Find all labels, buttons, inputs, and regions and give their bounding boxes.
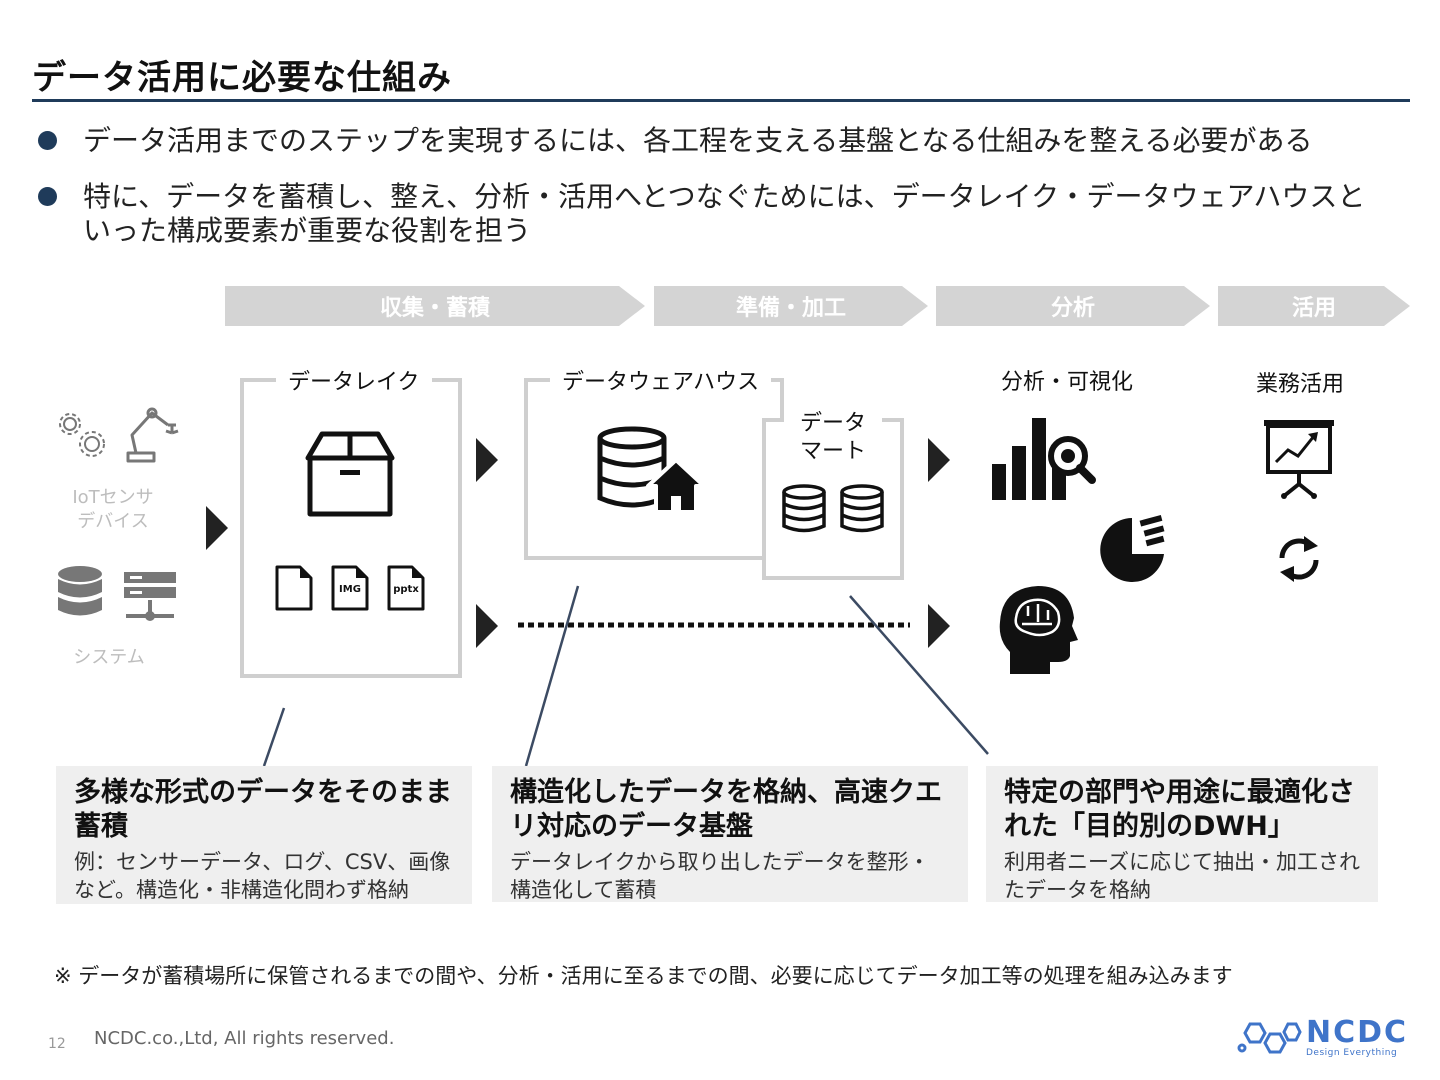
title-divider (32, 99, 1410, 102)
business-use-label: 業務活用 (1255, 372, 1344, 397)
bullet-dot (38, 131, 57, 150)
bullet-dot (38, 187, 57, 206)
footnote: ※ データが蓄積場所に保管されるまでの間や、分析・活用に至るまでの間、必要に応じ… (54, 964, 1233, 988)
description-heading: 構造化したデータを格納、高速クエリ対応のデータ基盤 (510, 777, 942, 842)
file-tag-img: IMG (339, 584, 361, 595)
bullet-item: データ活用までのステップを実現するには、各工程を支える基盤となる仕組みを整える必… (38, 124, 1383, 158)
brain-head-icon (999, 586, 1078, 674)
image-file-icon (331, 565, 369, 611)
robot-arm-icon (126, 407, 179, 463)
dotted-connector (518, 622, 910, 628)
system-label: システム (73, 647, 145, 668)
database-house-icon (597, 426, 706, 514)
pie-chart-icon (1100, 514, 1165, 582)
description-body: 利用者ニーズに応じて抽出・加工されたデータを格納 (1004, 850, 1360, 902)
copyright: NCDC.co.,Ltd, All rights reserved. (94, 1028, 395, 1049)
description-heading: 多様な形式のデータをそのまま蓄積 (74, 777, 452, 842)
molecule-logo-icon (1237, 1022, 1302, 1054)
page-number: 12 (48, 1036, 66, 1052)
bullet-text: 特に、データを蓄積し、整え、分析・活用へとつなぐためには、データレイク・データウ… (83, 180, 1366, 247)
database-icon (58, 566, 102, 616)
data-lake-label: データレイク (276, 364, 432, 396)
stage-label: 収集・蓄積 (379, 296, 490, 321)
data-warehouse-label: データウェアハウス (550, 364, 772, 396)
arrow-right-icon (928, 604, 950, 648)
stage-label: 分析 (1050, 296, 1095, 321)
stage-label: 活用 (1291, 296, 1336, 321)
bullet-item: 特に、データを蓄積し、整え、分析・活用へとつなぐためには、データレイク・データウ… (38, 180, 1373, 248)
company-logo: NCDC Design Everything (1237, 1015, 1409, 1058)
stage-label: 準備・加工 (735, 296, 846, 321)
description-card-warehouse: 構造化したデータを格納、高速クエリ対応のデータ基盤 データレイクから取り出したデ… (492, 766, 968, 902)
pptx-file-icon (387, 565, 425, 611)
description-heading: 特定の部門や用途に最適化された「目的別のDWH」 (1004, 777, 1355, 842)
box-icon (305, 431, 395, 517)
stage-prepare: 準備・加工 (654, 286, 928, 326)
server-icon (124, 572, 176, 621)
file-icon (275, 565, 313, 611)
bar-chart-search-icon (992, 418, 1096, 500)
refresh-cycle-icon (1279, 536, 1319, 582)
description-body: 例：センサーデータ、ログ、CSV、画像など。構造化・非構造化問わず格納 (74, 850, 451, 902)
arrow-right-icon (476, 604, 498, 648)
logo-tagline: Design Everything (1306, 1048, 1398, 1058)
page-title: データ活用に必要な仕組み (32, 58, 452, 98)
presentation-board-icon (1264, 420, 1334, 499)
stage-collect: 収集・蓄積 (225, 286, 645, 326)
arrow-right-icon (928, 438, 950, 482)
description-card-mart: 特定の部門や用途に最適化された「目的別のDWH」 利用者ニーズに応じて抽出・加工… (986, 766, 1378, 902)
stage-analyze: 分析 (936, 286, 1210, 326)
iot-device-label: IoTセンサ デバイス (72, 487, 154, 532)
arrow-right-icon (476, 438, 498, 482)
logo-wordmark: NCDC (1306, 1015, 1409, 1050)
description-body: データレイクから取り出したデータを整形・構造化して蓄積 (510, 850, 930, 902)
arrow-right-icon (206, 506, 228, 550)
bullet-text: データ活用までのステップを実現するには、各工程を支える基盤となる仕組みを整える必… (83, 124, 1313, 157)
data-mart-label: データ マート (784, 410, 882, 466)
file-tag-pptx: pptx (393, 584, 419, 595)
gears-icon (59, 413, 105, 457)
description-card-lake: 多様な形式のデータをそのまま蓄積 例：センサーデータ、ログ、CSV、画像など。構… (56, 766, 472, 904)
analysis-label: 分析・可視化 (1000, 370, 1133, 395)
stage-utilize: 活用 (1218, 286, 1410, 326)
data-lake-box (240, 378, 462, 678)
databases-icon (782, 484, 884, 533)
